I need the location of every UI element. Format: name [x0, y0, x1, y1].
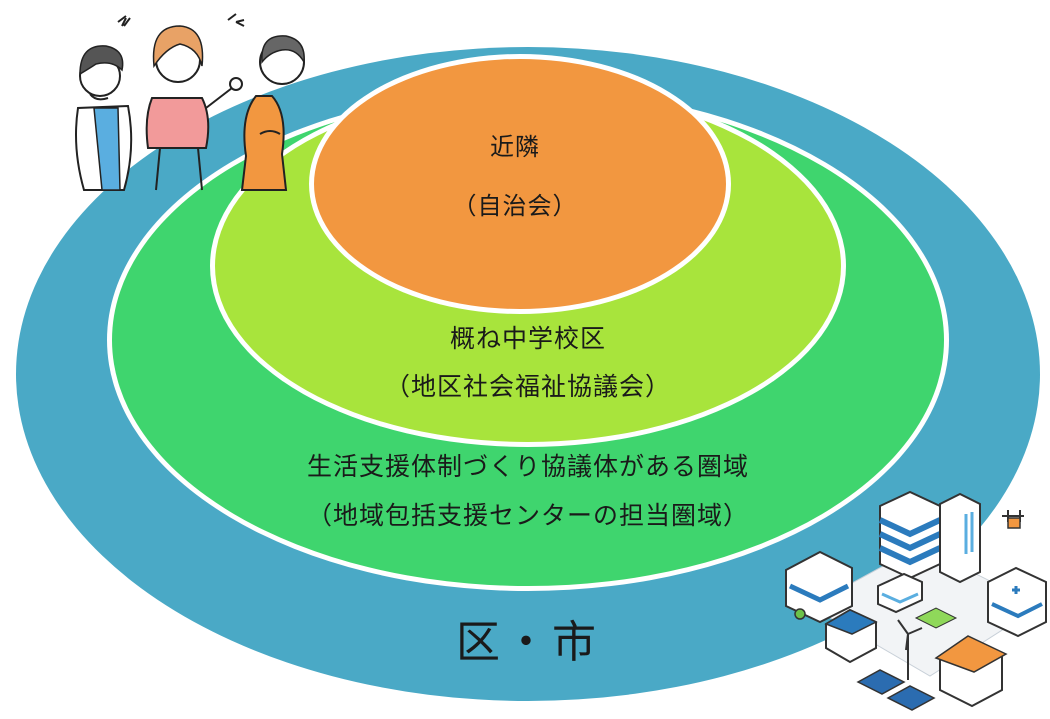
solar-panels-icon — [856, 669, 936, 711]
support-area-label: 生活支援体制づくり協議体がある圏域 — [306, 452, 750, 481]
skyscraper-icon — [939, 492, 981, 584]
people-chatting-illustration — [75, 13, 305, 191]
office-tower-icon — [878, 490, 942, 580]
orange-roof-house-icon — [934, 635, 1008, 708]
left-building-icon — [785, 550, 853, 624]
surprise-marks-icon — [117, 13, 245, 27]
woman-left-icon — [75, 45, 133, 191]
neighborhood-ring — [314, 59, 726, 309]
bus-icon — [877, 572, 923, 614]
school-district-sublabel: （地区社会福祉協議会） — [384, 372, 672, 401]
park-icon — [914, 607, 958, 629]
drone-icon — [1002, 510, 1024, 529]
woman-middle-icon — [145, 25, 243, 191]
support-area-sublabel: （地域包括支援センターの担当圏域） — [306, 501, 750, 530]
neighborhood-sublabel: （自治会） — [452, 192, 578, 220]
school-district-label: 概ね中学校区 — [449, 324, 607, 353]
neighborhood-label: 近隣 — [490, 133, 540, 161]
hospital-icon — [987, 566, 1047, 638]
wind-turbine-icon — [897, 619, 923, 680]
city-buildings-illustration — [785, 490, 1047, 711]
person-right-icon — [240, 35, 305, 191]
small-house-icon — [824, 608, 878, 664]
city-label: 区・市 — [456, 617, 600, 668]
